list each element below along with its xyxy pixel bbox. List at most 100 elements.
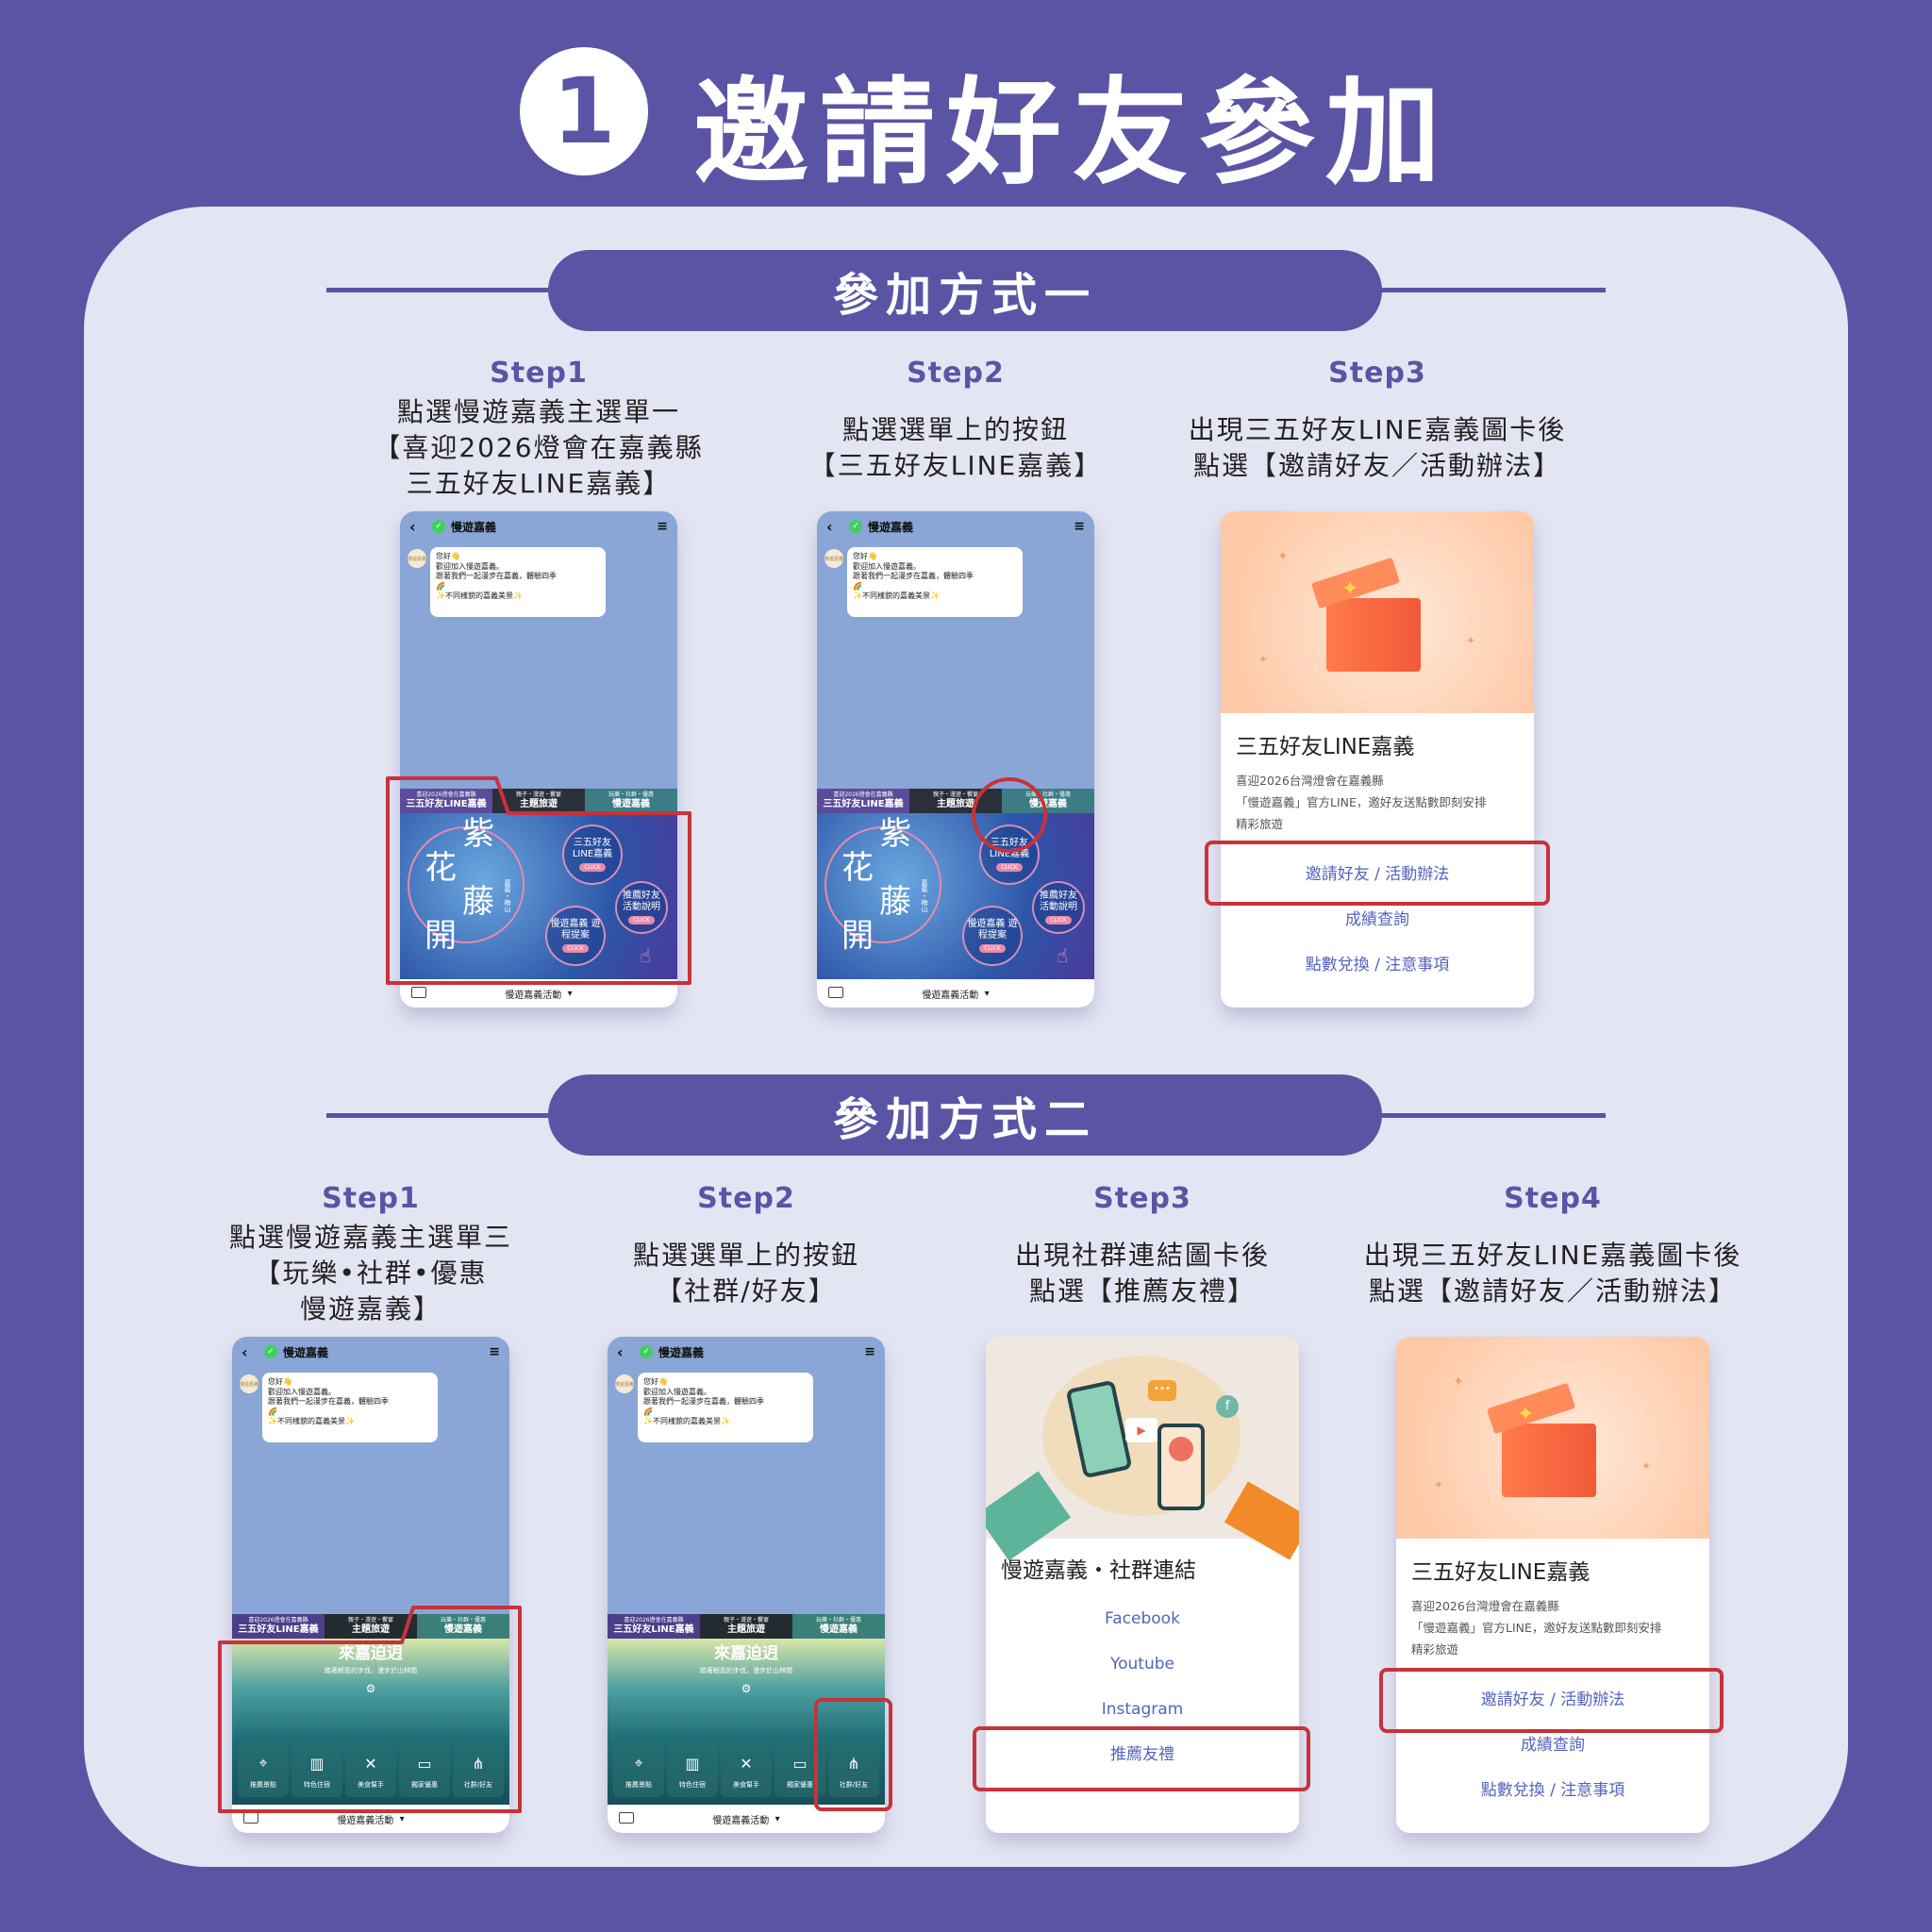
chat-title: 慢遊嘉義 bbox=[658, 1345, 705, 1359]
richmenu-tile[interactable]: ⋔社群/好友 bbox=[453, 1740, 504, 1797]
social-link[interactable]: Youtube bbox=[1110, 1655, 1174, 1674]
richmenu-tile[interactable]: ▥特色住宿 bbox=[667, 1740, 718, 1797]
richmenu-tab-sub: 喜迎2026燈會在嘉義縣 bbox=[248, 1617, 308, 1624]
richmenu-tile[interactable]: ✕美食幫手 bbox=[345, 1740, 396, 1797]
keyboard-icon[interactable] bbox=[828, 987, 843, 998]
method-1-step-2: Step2 點選選單上的按鈕【三五好友LINE嘉義】 bbox=[729, 355, 1182, 504]
richmenu-tab[interactable]: 喜迎2026燈會在嘉義縣三五好友LINE嘉義 bbox=[817, 789, 909, 813]
method-1-heading: 參加方式一 bbox=[548, 250, 1382, 331]
method-1-step-1: Step1 點選慢遊嘉義主選單一【喜迎2026燈會在嘉義縣三五好友LINE嘉義】 bbox=[312, 355, 765, 504]
card-link[interactable]: 邀請好友 / 活動辦法 bbox=[1305, 865, 1450, 884]
desc-line: 點選【邀請好友／活動辦法】 bbox=[1192, 450, 1561, 481]
greeting-line: 🌈 bbox=[643, 1407, 653, 1416]
headline-char: 開 bbox=[425, 917, 457, 955]
richmenu-tab[interactable]: 玩樂・社群・優惠慢遊嘉義 bbox=[585, 789, 677, 813]
phone-illustration bbox=[1158, 1424, 1205, 1510]
card-link[interactable]: 點數兌換 / 注意事項 bbox=[1305, 956, 1450, 974]
keyboard-icon[interactable] bbox=[619, 1812, 634, 1824]
card-link[interactable]: 成績查詢 bbox=[1521, 1736, 1585, 1755]
richmenu-tab[interactable]: 喜迎2026燈會在嘉義縣三五好友LINE嘉義 bbox=[232, 1614, 325, 1639]
back-chevron-icon[interactable]: ‹ bbox=[617, 1342, 624, 1361]
method-2-heading: 參加方式二 bbox=[548, 1074, 1382, 1156]
richmenu-mountain[interactable]: 來嘉迫迌 踏著輕盈的步伐，漫步於山林間 ⚙ ⌖推薦景點▥特色住宿✕美食幫手▭獨家… bbox=[232, 1639, 509, 1805]
richmenu-tab[interactable]: 玩樂・社群・優惠慢遊嘉義 bbox=[792, 1614, 885, 1639]
chat-header: ‹✓慢遊嘉義≡ bbox=[817, 511, 1094, 541]
greeting-line: 跟著我們一起漫步在嘉義，體驗四季 bbox=[268, 1397, 389, 1406]
verified-check-icon: ✓ bbox=[432, 520, 445, 533]
rich-menu: 喜迎2026燈會在嘉義縣三五好友LINE嘉義親子・漫遊・饗宴主題旅遊玩樂・社群・… bbox=[232, 1614, 509, 1805]
richmenu-tab[interactable]: 親子・漫遊・饗宴主題旅遊 bbox=[325, 1614, 417, 1639]
richmenu-tile[interactable]: ▭獨家優惠 bbox=[399, 1740, 450, 1797]
hand-pointer-icon: ☝ bbox=[1057, 944, 1069, 967]
rich-menu: 喜迎2026燈會在嘉義縣三五好友LINE嘉義親子・漫遊・饗宴主題旅遊玩樂・社群・… bbox=[608, 1614, 885, 1805]
richmenu-tab[interactable]: 親子・漫遊・饗宴主題旅遊 bbox=[700, 1614, 792, 1639]
keyboard-icon[interactable] bbox=[411, 987, 426, 998]
card-title: 慢遊嘉義・社群連結 bbox=[1001, 1558, 1196, 1583]
step-description: 點選慢遊嘉義主選單一【喜迎2026燈會在嘉義縣三五好友LINE嘉義】 bbox=[312, 392, 765, 504]
richmenu-tile[interactable]: ⌖推薦景點 bbox=[238, 1740, 289, 1797]
richmenu-button-label: 三五好友 LINE嘉義 bbox=[572, 838, 613, 859]
step-label: Step1 bbox=[322, 1182, 420, 1215]
richmenu-tab[interactable]: 喜迎2026燈會在嘉義縣三五好友LINE嘉義 bbox=[400, 789, 492, 813]
richmenu-button-label: 慢遊嘉義 遊程提案 bbox=[550, 919, 601, 941]
chat-title: 慢遊嘉義 bbox=[451, 520, 497, 534]
back-chevron-icon[interactable]: ‹ bbox=[826, 517, 833, 536]
desc-line: 點選選單上的按鈕 bbox=[632, 1240, 859, 1271]
richmenu-toggle-bar[interactable]: 慢遊嘉義活動 ▾ bbox=[232, 1805, 509, 1833]
hamburger-menu-icon[interactable]: ≡ bbox=[657, 519, 668, 534]
desc-line: 點選【邀請好友／活動辦法】 bbox=[1368, 1275, 1737, 1307]
tile-label: 獨家優惠 bbox=[787, 1781, 813, 1789]
headline-char: 花 bbox=[425, 849, 457, 887]
richmenu-toggle-bar[interactable]: 慢遊嘉義活動 ▾ bbox=[817, 979, 1094, 1008]
desc-line: 喜迎2026台灣燈會在嘉義縣 bbox=[1236, 774, 1384, 788]
richmenu-tab[interactable]: 玩樂・社群・優惠慢遊嘉義 bbox=[1002, 789, 1094, 813]
gift-box-illustration: ✦ ✦ ✦ ✦ bbox=[1396, 1337, 1709, 1539]
social-link[interactable]: Facebook bbox=[1105, 1609, 1180, 1628]
richmenu-tile[interactable]: ✕美食幫手 bbox=[721, 1740, 772, 1797]
referral-gift-link[interactable]: 推薦友禮 bbox=[1110, 1745, 1174, 1764]
avatar: 慢遊嘉義 bbox=[240, 1374, 258, 1393]
keyboard-icon[interactable] bbox=[243, 1812, 258, 1824]
richmenu-tile[interactable]: ▥特色住宿 bbox=[291, 1740, 342, 1797]
richmenu-tab[interactable]: 喜迎2026燈會在嘉義縣三五好友LINE嘉義 bbox=[608, 1614, 700, 1639]
social-phones-illustration: f ▶ ••• bbox=[986, 1337, 1299, 1561]
card-link[interactable]: 點數兌換 / 注意事項 bbox=[1480, 1781, 1625, 1800]
highlight-shape bbox=[386, 776, 691, 985]
richmenu-tab-sub: 玩樂・社群・優惠 bbox=[440, 1617, 486, 1624]
card-link[interactable]: 成績查詢 bbox=[1345, 910, 1409, 929]
richmenu-tab[interactable]: 親子・漫遊・饗宴主題旅遊 bbox=[909, 789, 1002, 813]
caret-down-icon: ▾ bbox=[774, 1813, 780, 1824]
richmenu-tab-title: 三五好友LINE嘉義 bbox=[613, 1624, 694, 1635]
chat-header: ‹ ✓ 慢遊嘉義 ≡ bbox=[400, 511, 677, 541]
greeting-line: 🌈 bbox=[436, 581, 445, 591]
richmenu-tile[interactable]: ⌖推薦景點 bbox=[613, 1740, 664, 1797]
back-chevron-icon[interactable]: ‹ bbox=[409, 517, 416, 536]
card-link[interactable]: 邀請好友 / 活動辦法 bbox=[1480, 1690, 1625, 1709]
highlight-outline bbox=[218, 1606, 522, 1813]
back-chevron-icon[interactable]: ‹ bbox=[242, 1342, 248, 1361]
hamburger-menu-icon[interactable]: ≡ bbox=[864, 1344, 875, 1359]
hamburger-menu-icon[interactable]: ≡ bbox=[1074, 519, 1085, 534]
richmenu-label: 慢遊嘉義活動 bbox=[922, 990, 979, 1001]
richmenu-mountain[interactable]: 來嘉迫迌 踏著輕盈的步伐，漫步於山林間 ⚙ ⌖推薦景點▥特色住宿✕美食幫手▭獨家… bbox=[608, 1639, 885, 1805]
headline-char: 藤 bbox=[879, 883, 911, 921]
rich-menu: 喜迎2026燈會在嘉義縣三五好友LINE嘉義親子・漫遊・饗宴主題旅遊玩樂・社群・… bbox=[400, 789, 677, 979]
social-link[interactable]: Instagram bbox=[1101, 1700, 1184, 1719]
richmenu-tab-title: 慢遊嘉義 bbox=[444, 1624, 482, 1635]
richmenu-button-label: 慢遊嘉義 遊程提案 bbox=[967, 919, 1018, 941]
richmenu-tab[interactable]: 玩樂・社群・優惠慢遊嘉義 bbox=[417, 1614, 509, 1639]
tile-label: 社群/好友 bbox=[839, 1781, 869, 1789]
sparkle-icon: ✦ bbox=[1641, 1459, 1652, 1473]
richmenu-tile[interactable]: ⋔社群/好友 bbox=[828, 1740, 879, 1797]
greeting-line: 歡迎加入慢遊嘉義。 bbox=[436, 561, 504, 571]
richmenu-label: 慢遊嘉義活動 bbox=[712, 1815, 770, 1826]
hamburger-menu-icon[interactable]: ≡ bbox=[489, 1344, 500, 1359]
